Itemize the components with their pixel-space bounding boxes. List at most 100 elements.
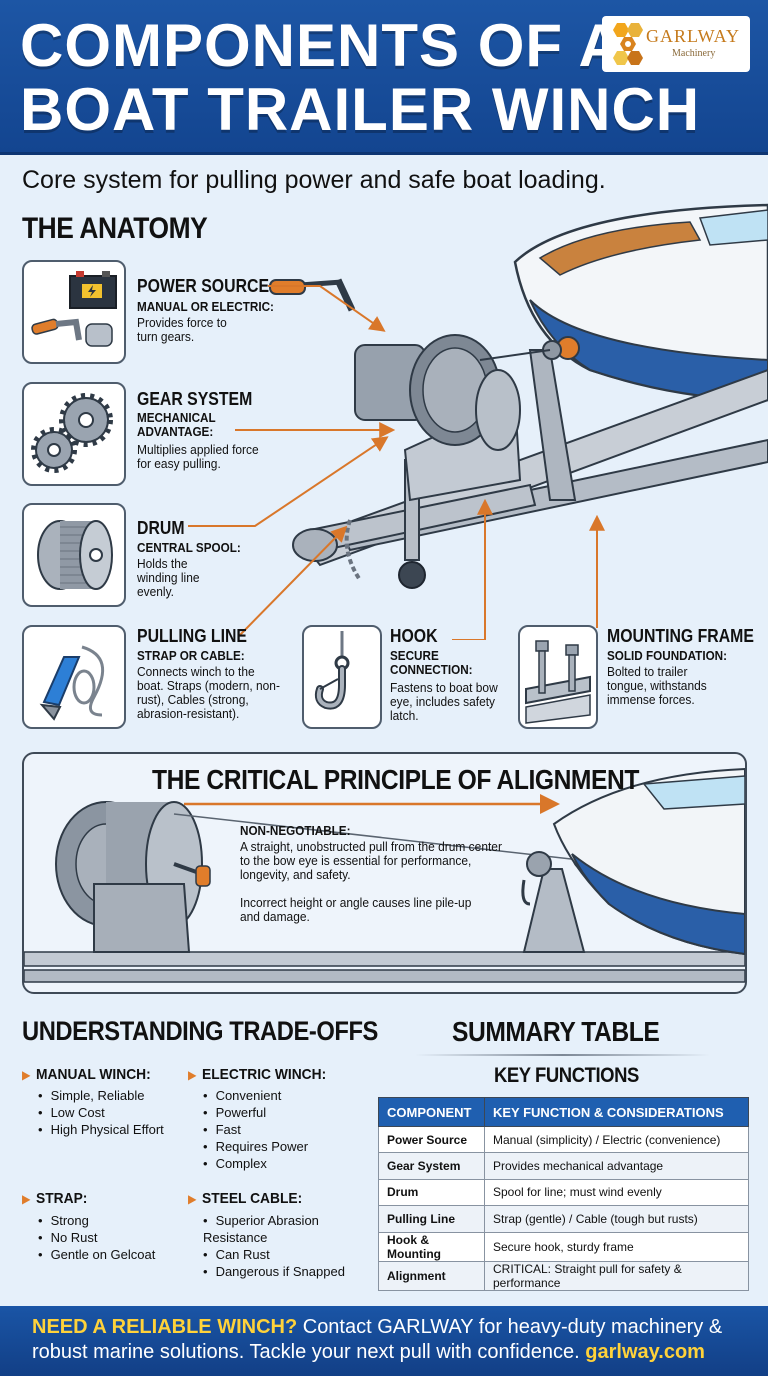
strap-cable-icon <box>39 645 104 721</box>
footer-text: robust marine solutions. Tackle your nex… <box>32 1341 586 1363</box>
list-item: Low Cost <box>38 1104 164 1121</box>
list-item: Gentle on Gelcoat <box>38 1246 156 1263</box>
list-item: Convenient <box>203 1087 308 1104</box>
hook-title: HOOK <box>390 626 438 646</box>
manual-winch-heading: MANUAL WINCH: <box>22 1066 151 1083</box>
table-cell: CRITICAL: Straight pull for safety & per… <box>484 1260 749 1291</box>
table-header-row: COMPONENT KEY FUNCTION & CONSIDERATIONS <box>378 1097 749 1127</box>
mounting-frame-icon-box <box>518 625 598 729</box>
list-item: Requires Power <box>203 1138 309 1155</box>
alignment-subtitle: NON-NEGOTIABLE: <box>240 823 351 838</box>
gear-system-title: GEAR SYSTEM <box>137 389 253 409</box>
list-item: Simple, Reliable <box>38 1087 164 1104</box>
table-cell: Hook & Mounting <box>378 1231 485 1262</box>
footer-highlight: NEED A RELIABLE WINCH? <box>32 1316 298 1338</box>
annotation-arrows <box>188 285 493 640</box>
table-cell: Drum <box>378 1178 485 1207</box>
list-item: Complex <box>203 1155 308 1172</box>
tradeoffs-heading: UNDERSTANDING TRADE-OFFS <box>22 1016 378 1046</box>
pulling-line-icon-box <box>22 625 126 729</box>
drum-icon-box <box>22 503 126 607</box>
list-item: High Physical Effort <box>38 1121 164 1138</box>
footer-link[interactable]: garlway.com <box>585 1341 705 1363</box>
table-cell: Spool for line; must wind evenly <box>484 1178 749 1207</box>
footer-banner: NEED A RELIABLE WINCH? Contact GARLWAY f… <box>0 1306 768 1376</box>
anatomy-heading: THE ANATOMY <box>22 212 208 245</box>
frame-arrow <box>589 514 605 628</box>
table-cell: Manual (simplicity) / Electric (convenie… <box>484 1125 749 1154</box>
hook-subtitle: SECURE CONNECTION: <box>390 648 473 677</box>
list-item: No Rust <box>38 1229 155 1246</box>
garlway-logo[interactable]: GARLWAY Machinery <box>602 16 750 72</box>
steel-cable-heading: STEEL CABLE: <box>188 1190 302 1207</box>
pulling-line-title: PULLING LINE <box>137 626 247 646</box>
hook-icon-box <box>302 625 382 729</box>
list-item: Fast <box>203 1121 308 1138</box>
summary-divider <box>415 1054 710 1056</box>
summary-table: COMPONENT KEY FUNCTION & CONSIDERATIONS … <box>378 1097 749 1291</box>
drum-subtitle: CENTRAL SPOOL: <box>137 540 241 555</box>
list-item: Superior Abrasion Resistance <box>203 1212 373 1246</box>
battery-crank-icon <box>31 271 117 347</box>
hook-icon <box>314 631 350 710</box>
alignment-heading: THE CRITICAL PRINCIPLE OF ALIGNMENT <box>152 764 639 795</box>
footer-text: Contact GARLWAY for heavy-duty machinery… <box>297 1316 723 1338</box>
subtitle: Core system for pulling power and safe b… <box>22 166 606 194</box>
spool-icon <box>37 520 113 590</box>
hook-description: Fastens to boat bow eye, includes safety… <box>390 680 498 723</box>
table-cell: Alignment <box>378 1260 485 1291</box>
logo-brand: GARLWAY <box>646 26 741 46</box>
header-banner: COMPONENTS OF A BOAT TRAILER WINCH GARLW… <box>0 0 768 155</box>
summary-heading: SUMMARY TABLE <box>452 1016 660 1047</box>
list-item: Strong <box>38 1212 155 1229</box>
power-source-subtitle: MANUAL OR ELECTRIC: <box>137 299 274 314</box>
mounting-frame-description: Bolted to trailer tongue, withstands imm… <box>607 664 707 707</box>
list-item: Powerful <box>203 1104 308 1121</box>
list-item: Dangerous if Snapped <box>203 1263 373 1280</box>
drum-description: Holds the winding line evenly. <box>137 556 200 599</box>
column-header: COMPONENT <box>378 1097 485 1127</box>
pulling-line-subtitle: STRAP OR CABLE: <box>137 648 245 663</box>
alignment-description: A straight, unobstructed pull from the d… <box>240 839 502 882</box>
list-item: Can Rust <box>203 1246 373 1263</box>
strap-heading: STRAP: <box>22 1190 87 1207</box>
bolts-bracket-icon <box>525 640 591 724</box>
gear-system-icon-box <box>22 382 126 486</box>
power-source-description: Provides force to turn gears. <box>137 315 227 344</box>
table-cell: Power Source <box>378 1125 485 1154</box>
table-cell: Gear System <box>378 1152 485 1180</box>
alignment-warning: Incorrect height or angle causes line pi… <box>240 895 472 924</box>
key-functions-heading: KEY FUNCTIONS <box>494 1064 639 1087</box>
pulling-line-description: Connects winch to the boat. Straps (mode… <box>137 664 280 721</box>
column-header: KEY FUNCTION & CONSIDERATIONS <box>484 1097 749 1127</box>
gear-system-subtitle: MECHANICAL ADVANTAGE: <box>137 410 216 439</box>
electric-winch-heading: ELECTRIC WINCH: <box>188 1066 326 1083</box>
table-cell: Provides mechanical advantage <box>484 1152 749 1180</box>
gears-icon <box>31 393 113 473</box>
power-source-title: POWER SOURCE <box>137 276 270 296</box>
table-cell: Strap (gentle) / Cable (tough but rusts) <box>484 1205 749 1233</box>
mounting-frame-title: MOUNTING FRAME <box>607 626 754 646</box>
manual-winch-list: Simple, Reliable Low Cost High Physical … <box>38 1087 164 1138</box>
alignment-illustration <box>24 767 745 983</box>
table-cell: Secure hook, sturdy frame <box>484 1231 749 1262</box>
mounting-frame-subtitle: SOLID FOUNDATION: <box>607 648 728 663</box>
alignment-panel: THE CRITICAL PRINCIPLE OF ALIGNMENT NON-… <box>22 752 747 994</box>
steel-cable-list: Superior Abrasion Resistance Can Rust Da… <box>203 1212 373 1280</box>
winch-trailer-illustration <box>269 203 768 589</box>
logo-subtitle: Machinery <box>672 48 716 59</box>
table-cell: Pulling Line <box>378 1205 485 1233</box>
electric-winch-list: Convenient Powerful Fast Requires Power … <box>203 1087 309 1172</box>
drum-title: DRUM <box>137 518 185 538</box>
page-title: COMPONENTS OF A BOAT TRAILER WINCH <box>20 12 701 143</box>
strap-list: Strong No Rust Gentle on Gelcoat <box>38 1212 156 1263</box>
hexagon-logo-icon <box>613 23 643 65</box>
power-source-icon-box <box>22 260 126 364</box>
gear-system-description: Multiplies applied force for easy pullin… <box>137 442 259 471</box>
